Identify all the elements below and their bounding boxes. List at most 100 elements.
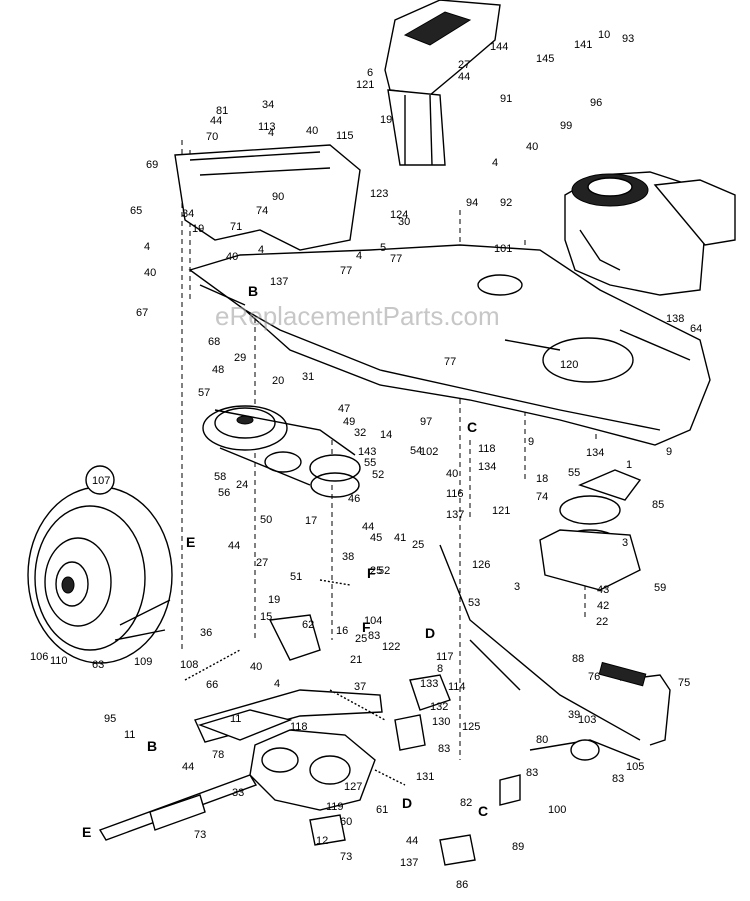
part-label-19: 19 <box>192 223 204 235</box>
part-label-101: 101 <box>494 243 512 255</box>
part-label-52: 52 <box>378 565 390 577</box>
part-label-44: 44 <box>182 761 194 773</box>
part-label-40: 40 <box>144 267 156 279</box>
part-label-85: 85 <box>652 499 664 511</box>
part-label-145: 145 <box>536 53 554 65</box>
part-label-66: 66 <box>206 679 218 691</box>
part-label-40: 40 <box>306 125 318 137</box>
part-label-68: 68 <box>208 336 220 348</box>
part-label-52: 52 <box>372 469 384 481</box>
part-label-4: 4 <box>268 127 274 139</box>
part-label-90: 90 <box>272 191 284 203</box>
part-label-22: 22 <box>596 616 608 628</box>
part-label-19: 19 <box>380 114 392 126</box>
part-label-21: 21 <box>350 654 362 666</box>
main-frame <box>174 144 711 446</box>
part-label-37: 37 <box>354 681 366 693</box>
part-label-81: 81 <box>216 105 228 117</box>
part-label-138: 138 <box>666 313 684 325</box>
part-label-137: 137 <box>270 276 288 288</box>
part-label-82: 82 <box>460 797 472 809</box>
part-label-91: 91 <box>500 93 512 105</box>
part-label-110: 110 <box>50 655 68 667</box>
part-label-12: 12 <box>316 835 328 847</box>
part-label-59: 59 <box>654 582 666 594</box>
part-label-41: 41 <box>394 532 406 544</box>
part-label-141: 141 <box>574 39 592 51</box>
part-label-10: 10 <box>598 29 610 41</box>
part-label-11: 11 <box>124 729 135 741</box>
part-label-127: 127 <box>344 781 362 793</box>
part-label-48: 48 <box>212 364 224 376</box>
part-label-92: 92 <box>500 197 512 209</box>
part-label-53: 53 <box>468 597 480 609</box>
callout-D: D <box>425 625 435 641</box>
circled-part-107 <box>85 465 115 495</box>
transaxle <box>98 689 383 841</box>
watermark: eReplacementParts.com <box>215 301 500 331</box>
part-label-77: 77 <box>340 265 352 277</box>
part-label-44: 44 <box>362 521 374 533</box>
part-label-121: 121 <box>492 505 510 517</box>
callout-E: E <box>186 534 195 550</box>
part-label-33: 33 <box>232 787 244 799</box>
part-label-107: 107 <box>92 475 110 487</box>
callout-letters: B B C C D D E E F F <box>82 283 488 840</box>
part-label-70: 70 <box>206 131 218 143</box>
part-label-83: 83 <box>438 743 450 755</box>
part-label-51: 51 <box>290 571 302 583</box>
rear-wheel <box>27 486 173 664</box>
part-label-143: 143 <box>358 446 376 458</box>
part-label-54: 54 <box>410 445 422 457</box>
part-label-94: 94 <box>466 197 478 209</box>
part-label-102: 102 <box>420 446 438 458</box>
part-label-55: 55 <box>364 457 376 469</box>
part-label-104: 104 <box>364 615 382 627</box>
part-label-74: 74 <box>256 205 268 217</box>
callout-C: C <box>478 803 488 819</box>
part-label-60: 60 <box>340 816 352 828</box>
part-label-9: 9 <box>666 446 672 458</box>
part-label-55: 55 <box>568 467 580 479</box>
part-label-45: 45 <box>370 532 382 544</box>
part-label-114: 114 <box>448 681 466 693</box>
part-label-77: 77 <box>390 253 402 265</box>
part-label-15: 15 <box>260 611 272 623</box>
part-label-134: 134 <box>586 447 604 459</box>
part-label-44: 44 <box>228 540 240 552</box>
part-label-76: 76 <box>588 671 600 683</box>
part-label-88: 88 <box>572 653 584 665</box>
callout-B: B <box>147 738 157 754</box>
part-label-106: 106 <box>30 651 48 663</box>
part-label-42: 42 <box>597 600 609 612</box>
callout-F: F <box>367 565 376 581</box>
part-label-73: 73 <box>340 851 352 863</box>
part-label-75: 75 <box>678 677 690 689</box>
part-label-144: 144 <box>490 41 508 53</box>
part-label-116: 116 <box>446 488 464 500</box>
part-label-40: 40 <box>446 468 458 480</box>
part-label-29: 29 <box>234 352 246 364</box>
part-label-16: 16 <box>336 625 348 637</box>
part-label-6: 6 <box>367 67 373 79</box>
part-label-44: 44 <box>210 115 222 127</box>
part-label-130: 130 <box>432 716 450 728</box>
part-label-40: 40 <box>226 251 238 263</box>
part-label-40: 40 <box>250 661 262 673</box>
part-label-34: 34 <box>262 99 274 111</box>
part-label-63: 63 <box>92 659 104 671</box>
part-label-123: 123 <box>370 188 388 200</box>
part-label-74: 74 <box>536 491 548 503</box>
part-label-134: 134 <box>478 461 496 473</box>
part-label-67: 67 <box>136 307 148 319</box>
part-label-24: 24 <box>236 479 248 491</box>
part-label-25: 25 <box>370 565 382 577</box>
part-label-18: 18 <box>536 473 548 485</box>
part-label-25: 25 <box>355 633 367 645</box>
part-label-125: 125 <box>462 721 480 733</box>
part-label-4: 4 <box>258 244 264 256</box>
part-label-50: 50 <box>260 514 272 526</box>
part-label-11: 11 <box>230 713 241 725</box>
